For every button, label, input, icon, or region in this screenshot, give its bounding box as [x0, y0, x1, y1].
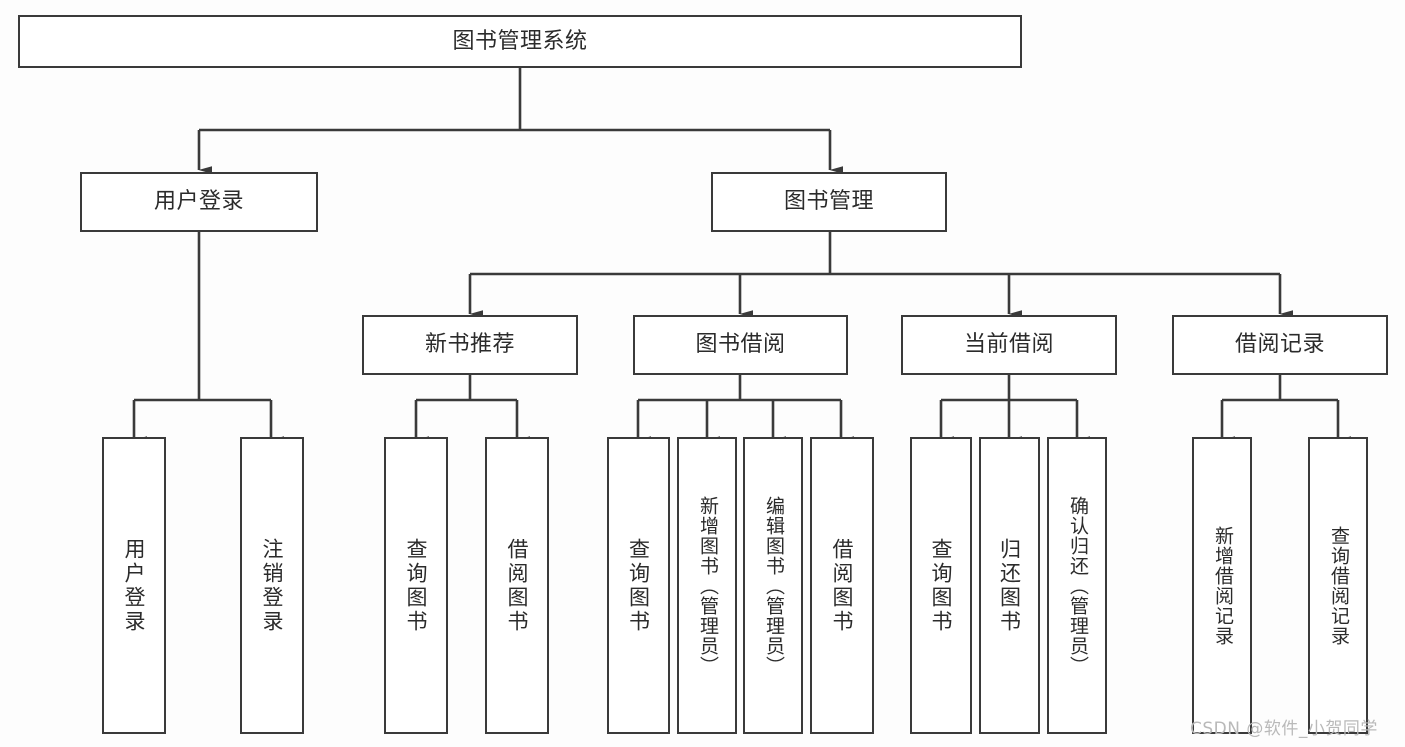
node-leaf-user-logout-label: 注销登录: [260, 537, 285, 634]
node-user-login[interactable]: 用户登录: [80, 172, 318, 232]
node-leaf-edit-book-label: 编辑图书（管理员）: [762, 495, 785, 676]
node-leaf-user-logout[interactable]: 注销登录: [240, 437, 304, 734]
node-root[interactable]: 图书管理系统: [18, 15, 1022, 68]
node-leaf-query-book-3[interactable]: 查询图书: [910, 437, 972, 734]
node-current-borrow-label: 当前借阅: [963, 332, 1054, 358]
node-leaf-borrow-book-2[interactable]: 借阅图书: [810, 437, 874, 734]
node-leaf-query-record[interactable]: 查询借阅记录: [1308, 437, 1368, 734]
node-leaf-user-login-label: 用户登录: [122, 537, 147, 634]
node-borrow-record-label: 借阅记录: [1234, 332, 1325, 358]
node-leaf-return-book[interactable]: 归还图书: [979, 437, 1040, 734]
node-leaf-return-book-label: 归还图书: [997, 537, 1022, 634]
node-leaf-add-book-label: 新增图书（管理员）: [696, 495, 719, 676]
node-user-login-label: 用户登录: [153, 189, 244, 215]
node-leaf-borrow-book-2-label: 借阅图书: [830, 537, 855, 634]
node-leaf-borrow-book-1[interactable]: 借阅图书: [485, 437, 549, 734]
node-leaf-add-record-label: 新增借阅记录: [1211, 525, 1234, 646]
node-leaf-user-login[interactable]: 用户登录: [102, 437, 166, 734]
node-borrow-record[interactable]: 借阅记录: [1172, 315, 1388, 375]
node-leaf-confirm-return-label: 确认归还（管理员）: [1066, 495, 1089, 676]
node-new-book-rec-label: 新书推荐: [424, 332, 515, 358]
node-leaf-query-book-2-label: 查询图书: [626, 537, 651, 634]
node-book-manage[interactable]: 图书管理: [711, 172, 947, 232]
node-leaf-add-book[interactable]: 新增图书（管理员）: [677, 437, 737, 734]
node-book-manage-label: 图书管理: [783, 189, 874, 215]
node-leaf-query-record-label: 查询借阅记录: [1327, 525, 1350, 646]
node-root-label: 图书管理系统: [452, 28, 588, 54]
node-leaf-add-record[interactable]: 新增借阅记录: [1192, 437, 1252, 734]
node-leaf-borrow-book-1-label: 借阅图书: [505, 537, 530, 634]
node-leaf-query-book-1-label: 查询图书: [404, 537, 429, 634]
csdn-watermark: CSDN @软件_小贺同学: [1190, 719, 1378, 739]
node-leaf-query-book-2[interactable]: 查询图书: [607, 437, 670, 734]
node-current-borrow[interactable]: 当前借阅: [901, 315, 1117, 375]
node-book-borrow[interactable]: 图书借阅: [633, 315, 848, 375]
node-leaf-query-book-3-label: 查询图书: [929, 537, 954, 634]
node-leaf-edit-book[interactable]: 编辑图书（管理员）: [743, 437, 803, 734]
node-new-book-rec[interactable]: 新书推荐: [362, 315, 578, 375]
node-leaf-confirm-return[interactable]: 确认归还（管理员）: [1047, 437, 1107, 734]
node-leaf-query-book-1[interactable]: 查询图书: [384, 437, 448, 734]
node-book-borrow-label: 图书借阅: [695, 332, 786, 358]
